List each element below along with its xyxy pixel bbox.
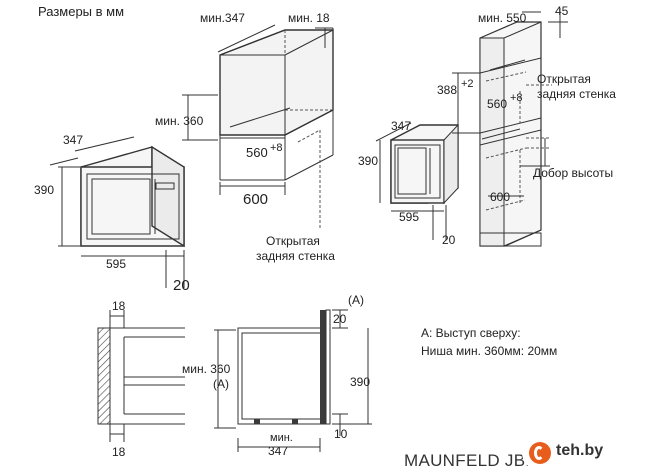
- dim-20-side: 20: [333, 312, 347, 326]
- dim-388-sup: +2: [461, 78, 474, 90]
- dim-min18-top: мин. 18: [288, 11, 330, 25]
- dims-tall-cabinet: мин. 550 45 388 +2 560 +8 Открытая задня…: [437, 4, 616, 204]
- note-a: A: Выступ сверху:: [421, 326, 521, 340]
- dim-20-left: 20: [173, 277, 190, 294]
- dim-560-middle-sup: +8: [270, 142, 283, 154]
- open-back-label-1: Открытая: [266, 234, 320, 248]
- title: Размеры в мм: [38, 4, 124, 19]
- open-back-right-2: задняя стенка: [537, 87, 616, 101]
- tall-cabinet: [479, 21, 542, 247]
- dim-390-side: 390: [350, 375, 370, 389]
- open-back-label-2: задняя стенка: [256, 249, 335, 263]
- dims-left: 347 390 595 20: [34, 133, 190, 294]
- a-top: (A): [348, 293, 364, 307]
- dim-min-bottom: мин.: [270, 432, 293, 444]
- dim-min360-side: мин. 360: [182, 362, 231, 376]
- dims-side-right: (A) 20 390 10: [332, 293, 372, 441]
- a-side: (A): [213, 377, 229, 391]
- dim-560-right: 560: [487, 97, 507, 111]
- dim-595-right: 595: [399, 210, 419, 224]
- note-niche: Ниша мин. 360мм: 20мм: [421, 344, 557, 358]
- dim-min347-top: мин.347: [200, 11, 245, 25]
- teh-logo-icon: [529, 442, 551, 464]
- dim-388: 388: [437, 83, 457, 97]
- microwave-right: [390, 123, 459, 205]
- side-view-middle: мин. 360 (A) мин. 347: [182, 309, 331, 458]
- dim-347-left: 347: [63, 133, 83, 147]
- dim-20-right: 20: [442, 233, 456, 247]
- dim-390-left: 390: [34, 183, 54, 197]
- dim-560-right-sup: +8: [510, 92, 523, 104]
- watermark-badge: teh.by: [522, 436, 670, 470]
- dim-600-right: 600: [490, 190, 510, 204]
- dim-18-top: 18: [112, 299, 126, 313]
- dim-347-bottom: 347: [268, 444, 288, 458]
- dims-right-microwave: 347 390 595 20: [358, 119, 456, 247]
- dim-390-right: 390: [358, 154, 378, 168]
- dim-600-middle: 600: [243, 191, 268, 208]
- open-back-right-1: Открытая: [537, 72, 591, 86]
- dim-347-right: 347: [391, 119, 411, 133]
- dim-595-left: 595: [106, 257, 126, 271]
- watermark-text: teh.by: [556, 442, 604, 459]
- dim-min550: мин. 550: [478, 11, 527, 25]
- dim-10-side: 10: [334, 427, 348, 441]
- microwave-left: [80, 145, 185, 248]
- dims-middle: мин.347 мин. 18 мин. 360 560 +8 600 Откр…: [155, 11, 335, 263]
- cabinet-middle: [219, 29, 334, 230]
- dim-560-middle: 560: [246, 145, 268, 160]
- dim-18-bottom: 18: [112, 445, 126, 459]
- dim-45: 45: [555, 4, 569, 18]
- side-view-left: 18 18: [97, 299, 185, 459]
- dim-min360: мин. 360: [155, 114, 204, 128]
- height-add-label: Добор высоты: [533, 166, 613, 180]
